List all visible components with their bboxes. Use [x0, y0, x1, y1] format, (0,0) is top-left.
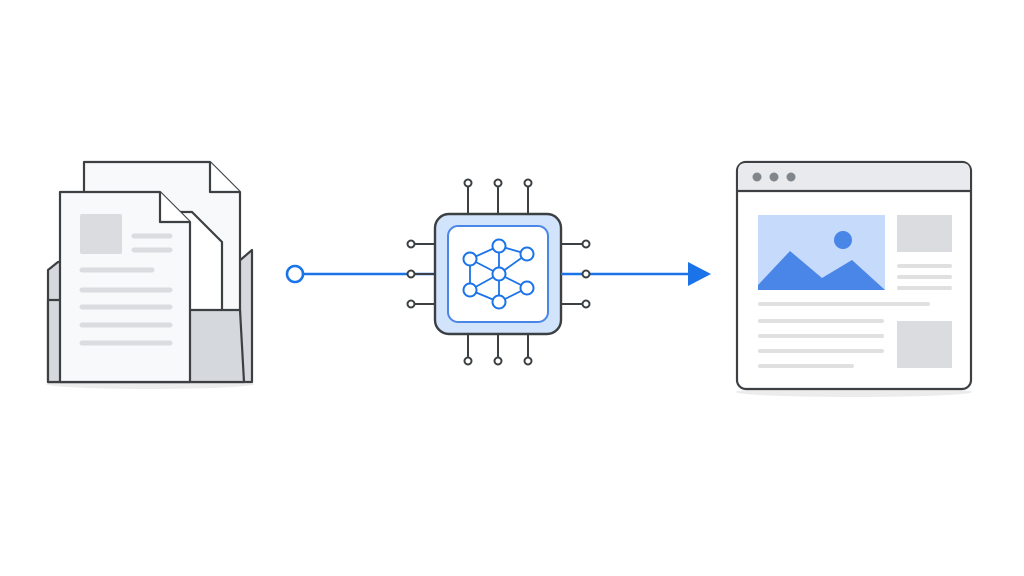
arrow-head: [688, 262, 711, 286]
connector-start-circle: [285, 264, 305, 284]
neural-network-chip-icon: [406, 178, 591, 366]
mountains: [758, 251, 885, 290]
neural-network-nodes: [462, 238, 535, 310]
chip-pins: [406, 178, 591, 366]
image-placeholder: [758, 215, 885, 290]
front-document-fold: [158, 192, 190, 224]
back-document-fold: [208, 162, 240, 194]
side-image-placeholder: [897, 215, 952, 252]
sun: [834, 231, 852, 249]
browser-title-bar: [738, 163, 970, 191]
document-folder-icon: [46, 160, 254, 389]
document-text-lines: [79, 233, 173, 346]
output-connector: [561, 262, 711, 286]
document-image-placeholder: [80, 214, 122, 254]
browser-window-icon: [735, 160, 973, 397]
window-control-dots: [752, 172, 796, 182]
content-text-lines: [758, 264, 952, 368]
bottom-side-image-placeholder: [897, 321, 952, 368]
